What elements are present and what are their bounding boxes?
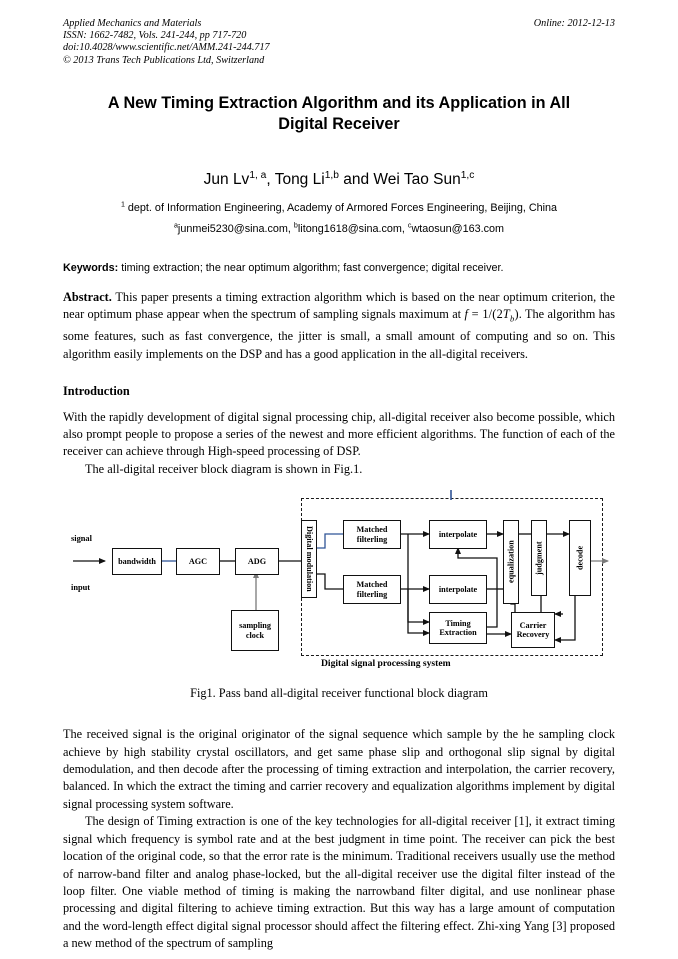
intro-paragraph-1: With the rapidly development of digital … (63, 409, 615, 459)
abstract-text-1: This paper presents a timing extraction … (63, 289, 615, 322)
block-judgment: judgment (531, 520, 547, 597)
block-timing-extraction: Timing Extraction (429, 612, 487, 645)
abstract-label: Abstract. (63, 289, 112, 304)
author-affiliation: 1 dept. of Information Engineering, Acad… (120, 200, 558, 214)
label-input: input (71, 583, 91, 593)
block-matched-filtering-2: Matched filterling (343, 575, 401, 605)
journal-issn: ISSN: 1662-7482, Vols. 241-244, pp 717-7… (63, 30, 247, 42)
block-diagram: signal input bandwidth AGC ADG sampling … (63, 488, 615, 688)
section-heading-introduction: Introduction (63, 383, 130, 398)
abstract-section: Abstract. This paper presents a timing e… (63, 289, 615, 364)
figure-caption: Fig1. Pass band all-digital receiver fun… (190, 686, 488, 701)
author-list: Jun Lv1, a, Tong Li1,b and Wei Tao Sun1,… (203, 169, 475, 188)
page-content: Applied Mechanics and Materials ISSN: 16… (63, 18, 615, 953)
block-matched-filtering-1: Matched filterling (343, 520, 401, 550)
block-equalization: equalization (503, 520, 519, 605)
label-signal: signal (71, 534, 92, 544)
block-agc: AGC (176, 548, 220, 576)
journal-name: Applied Mechanics and Materials (63, 18, 202, 29)
dsp-system-label: Digital signal processing system (321, 658, 451, 670)
keywords-text: timing extraction; the near optimum algo… (121, 261, 504, 274)
keywords-label: Keywords: (63, 261, 119, 274)
block-bandwidth: bandwidth (112, 548, 162, 576)
block-carrier-recovery: Carrier Recovery (511, 612, 555, 649)
page-title: A New Timing Extraction Algorithm and it… (107, 93, 571, 133)
body-paragraph-4: The design of Timing extraction is one o… (63, 814, 615, 951)
online-date: Online: 2012-12-13 (533, 18, 615, 29)
block-digital-modulation: Digital modulation (301, 520, 317, 599)
journal-copyright: © 2013 Trans Tech Publications Ltd, Swit… (63, 54, 265, 66)
keywords-line: Keywords: timing extraction; the near op… (63, 261, 615, 276)
author-emails: ajunmei5230@sina.com, blitong1618@sina.c… (173, 221, 505, 235)
intro-paragraph-2: The all-digital receiver block diagram i… (85, 461, 363, 476)
diagram-wires (73, 490, 609, 644)
block-sampling-clock: sampling clock (231, 610, 279, 652)
block-interpolate-1: interpolate (429, 520, 487, 550)
block-adg: ADG (235, 548, 279, 576)
journal-doi: doi:10.4028/www.scientific.net/AMM.241-2… (63, 42, 270, 54)
block-interpolate-2: interpolate (429, 575, 487, 605)
abstract-text-2: . The algorithm has some features, such … (63, 307, 615, 362)
body-paragraph-3: The received signal is the original orig… (63, 727, 615, 811)
abstract-formula: f = 1/(2Tb) (464, 307, 519, 324)
block-decode: decode (569, 520, 591, 597)
figure-1: signal input bandwidth AGC ADG sampling … (63, 488, 615, 708)
journal-header: Applied Mechanics and Materials ISSN: 16… (63, 18, 615, 67)
